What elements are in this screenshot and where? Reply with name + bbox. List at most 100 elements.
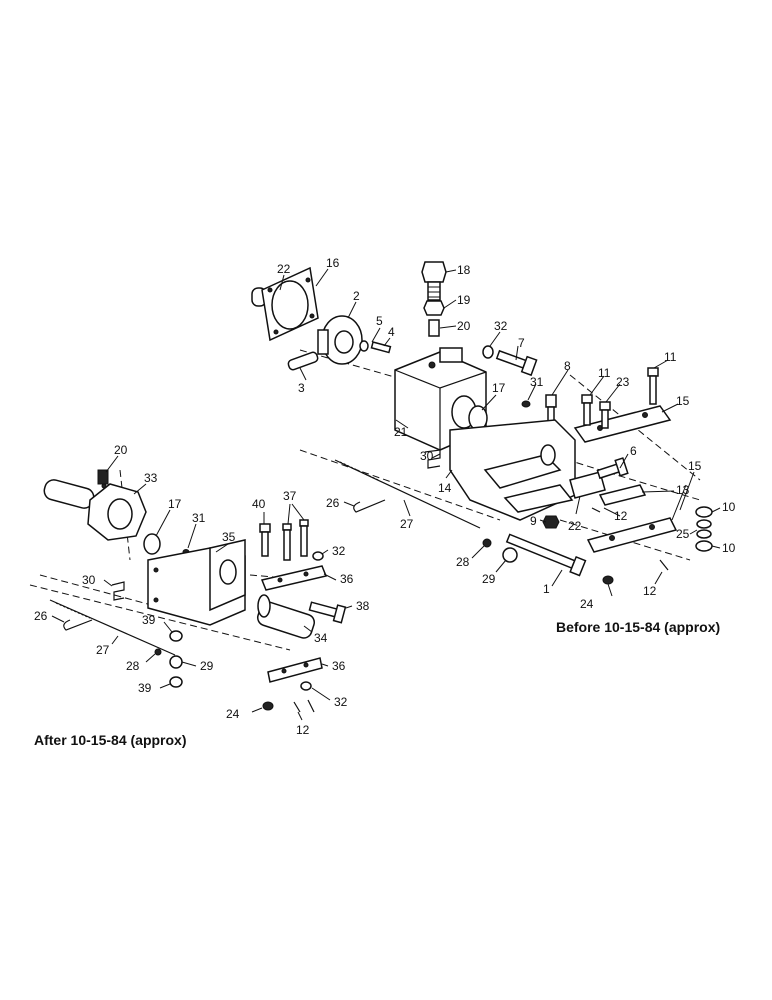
callout-label: 19 (457, 293, 471, 307)
bracket-part (147, 539, 246, 626)
callout-label: 11 (664, 350, 677, 364)
washer-part (482, 345, 494, 359)
callout-label: 32 (334, 695, 348, 709)
assembly-before-group (251, 261, 721, 597)
callout-label: 37 (283, 489, 297, 503)
strap-part (598, 484, 647, 506)
bolt-part (308, 601, 347, 624)
bolt-part (282, 523, 292, 561)
nut-part (423, 300, 445, 316)
callout-label: 31 (530, 375, 544, 389)
bolt-part (495, 349, 538, 377)
washer-part (300, 681, 312, 691)
plate-part (573, 405, 672, 443)
callout-label: 12 (296, 723, 310, 737)
callout-label: 36 (332, 659, 346, 673)
callout-label: 10 (722, 500, 736, 514)
callout-label: 39 (142, 613, 156, 627)
cotter-pin-part (307, 699, 315, 713)
callout-label: 24 (226, 707, 240, 721)
bushing-part (169, 676, 183, 688)
callout-label: 38 (356, 599, 370, 613)
nut-part (482, 538, 492, 548)
callout-label: 7 (518, 336, 525, 350)
setscrew-part (428, 319, 440, 337)
rod-end-part (502, 547, 518, 563)
plate-part (586, 517, 678, 553)
callout-label: 26 (326, 496, 340, 510)
hub-part (317, 315, 363, 365)
bolt-part (647, 367, 659, 405)
hub-part (43, 479, 147, 541)
callout-label: 17 (492, 381, 506, 395)
long-bolt-part (505, 533, 587, 577)
washer-part (359, 340, 369, 352)
callout-label: 12 (614, 509, 628, 523)
nut-part (262, 701, 274, 711)
callout-label: 15 (688, 459, 702, 473)
callout-label: 1 (543, 582, 550, 596)
housing-block-part (394, 347, 487, 451)
callout-label: 20 (114, 443, 128, 457)
callout-label: 4 (388, 325, 395, 339)
clip-part (424, 449, 441, 469)
bolt-part (596, 457, 629, 480)
nut-part (602, 575, 614, 585)
callout-label: 33 (144, 471, 158, 485)
callout-label: 17 (168, 497, 182, 511)
callout-label: 29 (200, 659, 214, 673)
callout-label: 10 (722, 541, 736, 555)
callouts-after: 20 33 17 31 35 40 37 32 36 38 34 30 26 3… (34, 443, 370, 737)
callout-label: 39 (138, 681, 152, 695)
bushing-part (169, 630, 183, 642)
callout-label: 25 (676, 527, 690, 541)
plug-part (521, 400, 531, 408)
callout-label: 24 (580, 597, 594, 611)
callout-label: 21 (394, 425, 408, 439)
nut-part (154, 648, 162, 656)
caption-before: Before 10-15-84 (approx) (556, 619, 720, 635)
u-bolt-part (63, 619, 93, 631)
callout-label: 13 (676, 483, 690, 497)
callout-label: 40 (252, 497, 266, 511)
callout-label: 3 (298, 381, 305, 395)
callout-label: 11 (598, 366, 611, 380)
clip-part (111, 581, 125, 601)
setscrew-part (97, 469, 109, 485)
pin-part (287, 351, 319, 371)
washer-part (312, 551, 324, 561)
callout-label: 12 (643, 584, 657, 598)
bolt-part (259, 523, 271, 557)
callout-label: 16 (326, 256, 340, 270)
callout-label: 14 (438, 481, 452, 495)
u-bolt-part (353, 499, 386, 513)
callout-label: 30 (82, 573, 96, 587)
callout-label: 5 (376, 314, 383, 328)
callout-label: 31 (192, 511, 206, 525)
assembly-after-group (29, 455, 353, 721)
cylinder-part (256, 594, 316, 639)
callout-label: 30 (420, 449, 434, 463)
callout-label: 8 (564, 359, 571, 373)
callout-label: 28 (456, 555, 470, 569)
callout-label: 32 (332, 544, 346, 558)
plate-part (267, 657, 323, 683)
callout-label: 27 (96, 643, 110, 657)
plate-part (260, 565, 328, 591)
callout-label: 15 (676, 394, 690, 408)
caption-after: After 10-15-84 (approx) (34, 732, 187, 748)
vertical-bolt-part (421, 261, 447, 301)
callout-label: 27 (400, 517, 414, 531)
callout-label: 32 (494, 319, 508, 333)
bolt-part (599, 401, 611, 429)
callout-label: 29 (482, 572, 496, 586)
callout-label: 18 (457, 263, 471, 277)
bushing-stack-part (695, 506, 713, 552)
nut-part (542, 515, 560, 529)
screw-part (370, 341, 392, 354)
callout-label: 20 (457, 319, 471, 333)
callout-label: 22 (277, 262, 291, 276)
cotter-pin-part (659, 559, 669, 571)
callout-label: 36 (340, 572, 354, 586)
